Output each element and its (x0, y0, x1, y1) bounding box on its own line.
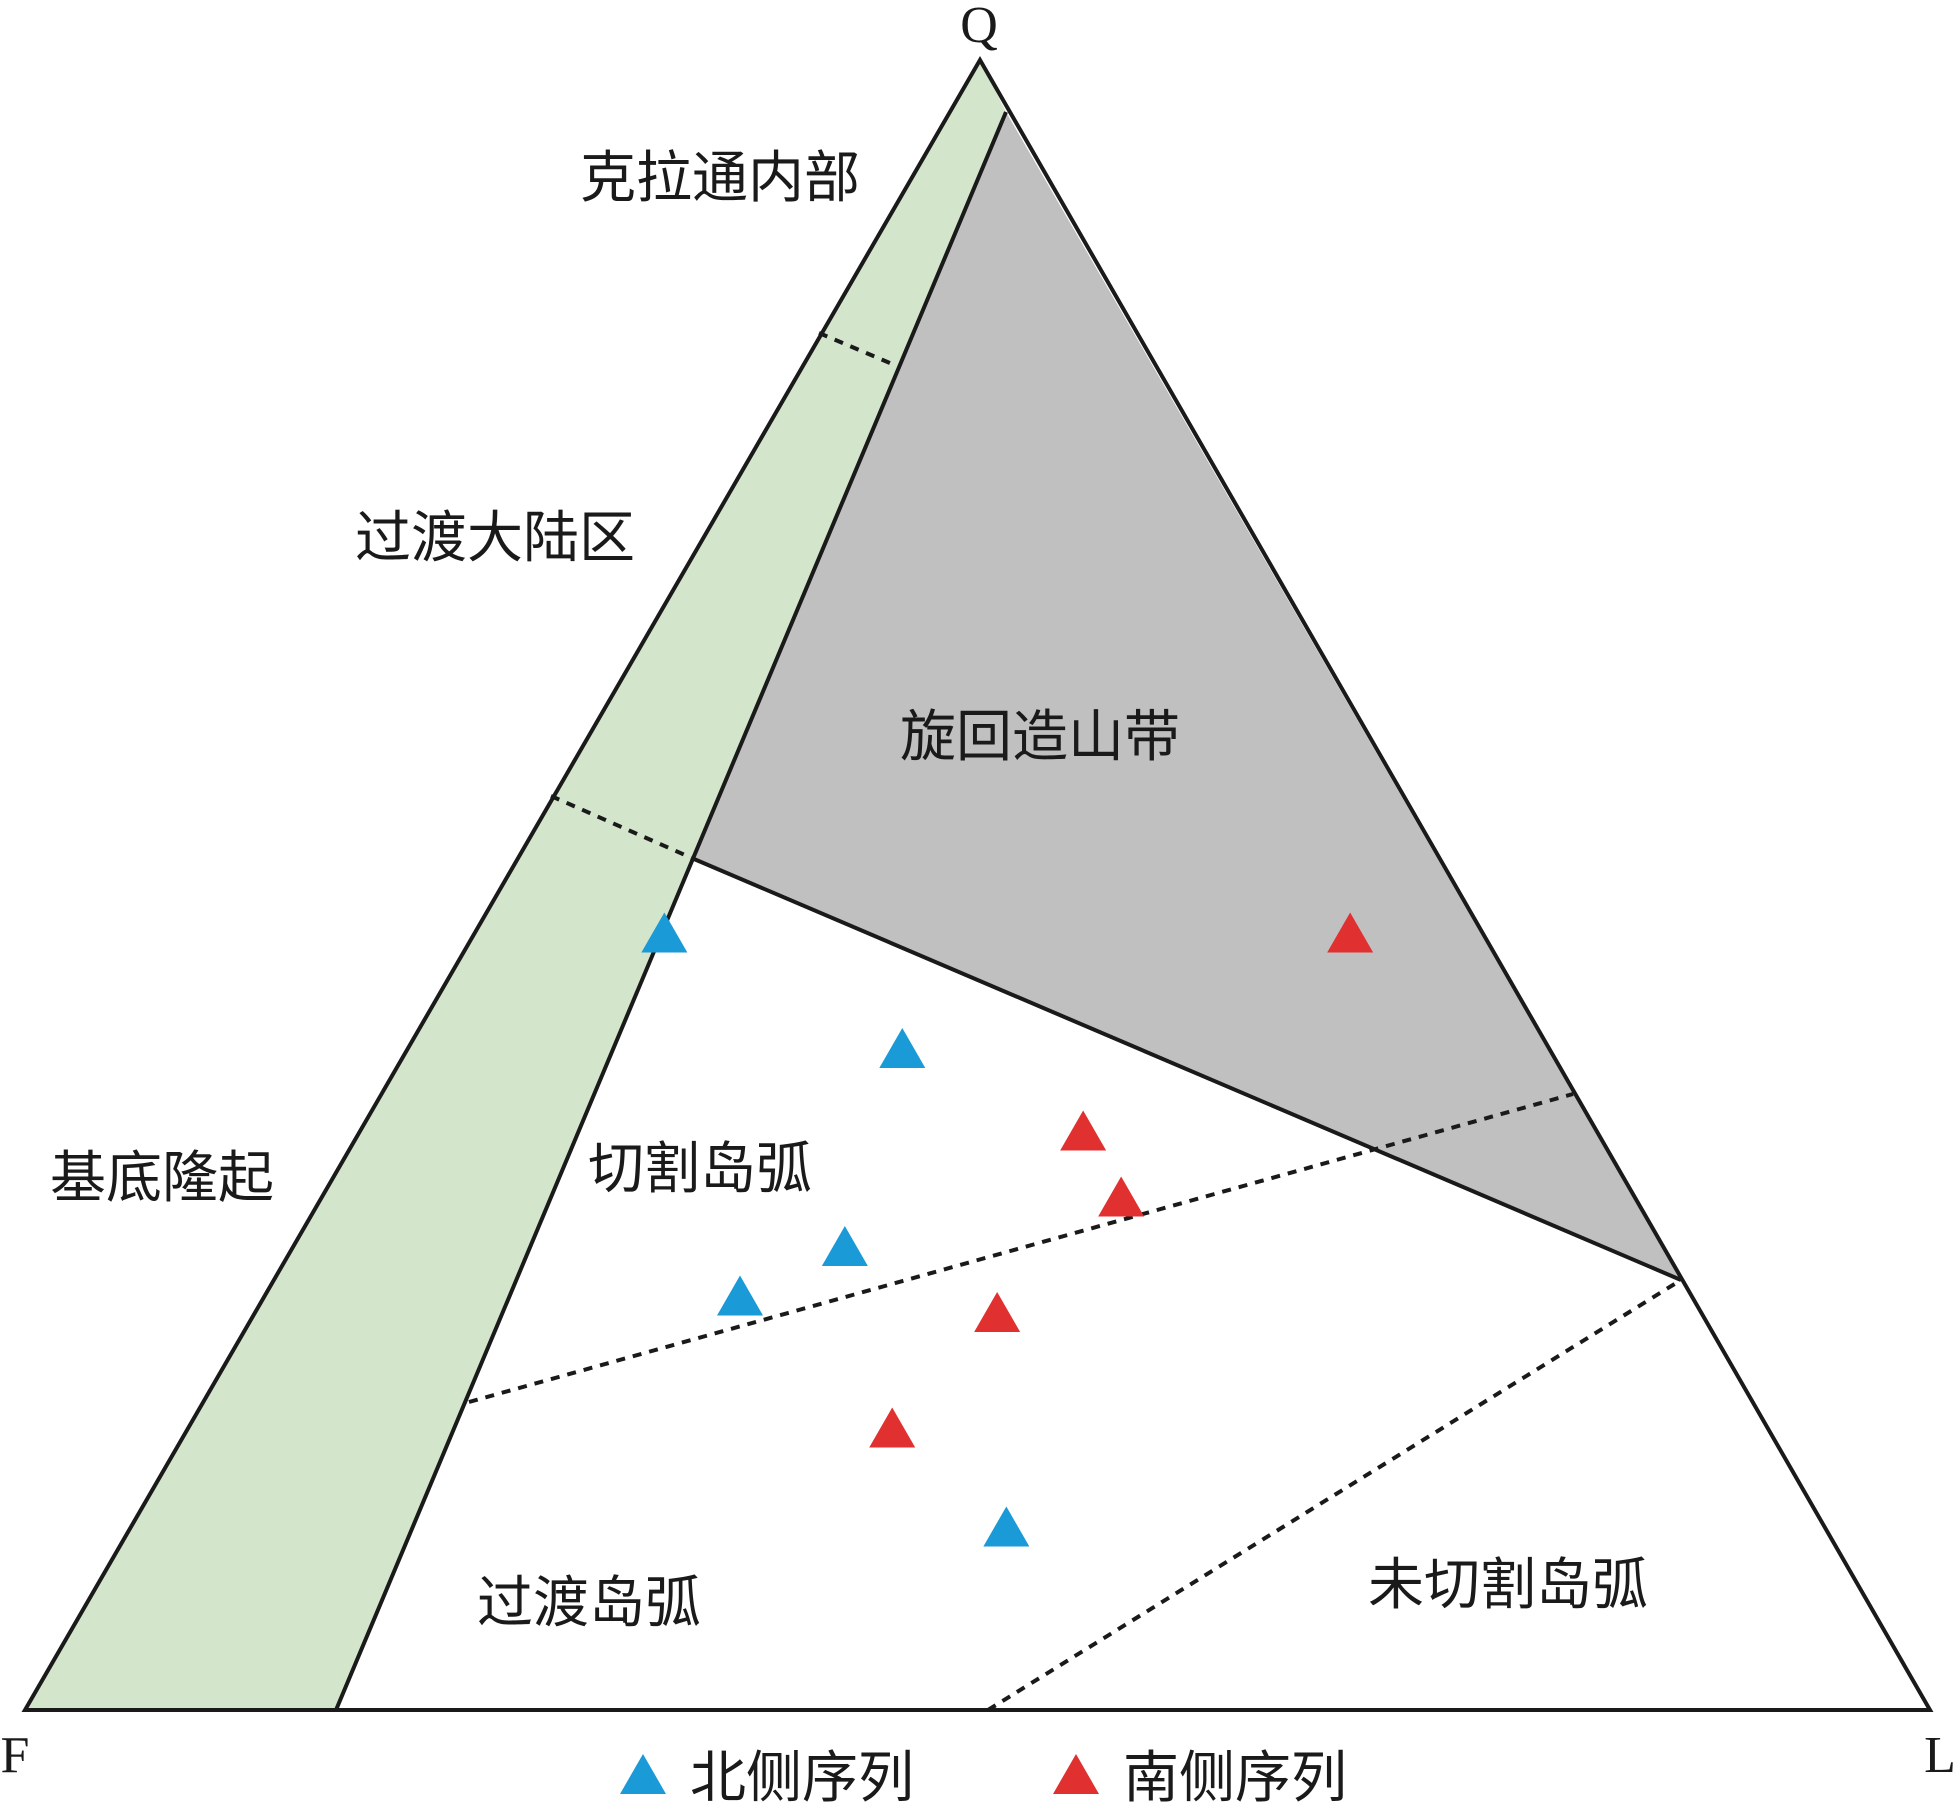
south-sequence-point-3 (974, 1292, 1021, 1332)
vertex-label-f: F (1, 1727, 30, 1784)
region-label-dissected-arc: 切割岛弧 (588, 1137, 812, 1202)
legend-label-south-sequence: 南侧序列 (1123, 1746, 1347, 1806)
ternary-outer-triangle (21, 55, 1934, 1712)
continental-block-region (25, 60, 1006, 1710)
legend-north-triangle-icon (620, 1754, 666, 1794)
recycled-orogen-region (694, 112, 1681, 1280)
region-label-basement-uplift: 基底隆起 (50, 1146, 274, 1211)
recycled-orogen-lower-boundary (693, 857, 1682, 1282)
vertex-label-l: L (1924, 1727, 1956, 1784)
north-sequence-point-1 (879, 1028, 926, 1068)
north-sequence-point-0 (641, 912, 688, 953)
region-label-craton-interior: 克拉通内部 (580, 146, 860, 211)
south-sequence-point-2 (1098, 1176, 1145, 1217)
region-label-recycled-orogen: 旋回造山带 (900, 705, 1180, 770)
south-sequence-point-0 (1327, 912, 1374, 953)
region-label-transitional-continental: 过渡大陆区 (355, 506, 635, 571)
legend-label-north-sequence: 北侧序列 (690, 1746, 914, 1806)
craton-transitional-divider (818, 331, 898, 368)
south-sequence-point-4 (869, 1407, 916, 1448)
continental-block-boundary (334, 111, 1008, 1711)
region-label-undissected-arc: 未切割岛弧 (1368, 1553, 1648, 1618)
south-sequence-point-1 (1060, 1110, 1107, 1151)
legend-south-triangle-icon (1053, 1754, 1099, 1794)
north-sequence-point-2 (821, 1226, 868, 1266)
transitional-undissected-arc-divider (986, 1278, 1683, 1712)
region-label-transitional-arc: 过渡岛弧 (477, 1571, 701, 1636)
data-points (641, 912, 1374, 1547)
north-sequence-point-4 (983, 1506, 1030, 1547)
vertex-label-q: Q (960, 0, 998, 54)
dissected-transitional-arc-divider (468, 1092, 1574, 1404)
north-sequence-point-3 (717, 1275, 763, 1316)
legend: 北侧序列 南侧序列 (620, 1746, 1347, 1806)
